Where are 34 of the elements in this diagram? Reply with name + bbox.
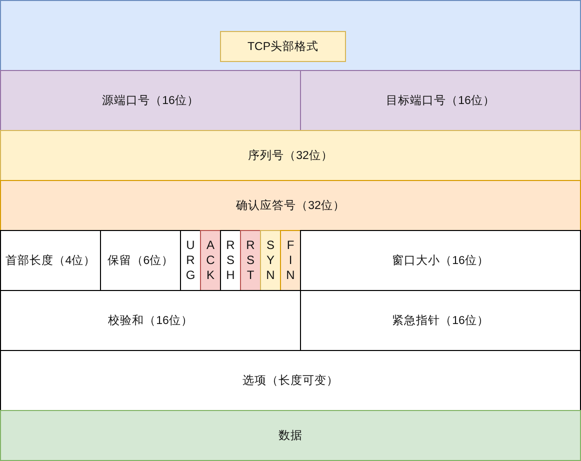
field-label: 源端口号（16位）: [102, 94, 199, 108]
flag-label: RSH: [224, 238, 236, 283]
field-label: 确认应答号（32位）: [236, 198, 345, 212]
header-field: [300, 70, 581, 131]
title-text: TCP头部格式: [248, 40, 318, 54]
field-label: 窗口大小（16位）: [392, 254, 489, 268]
header-field: [0, 70, 301, 131]
flag-field: [200, 230, 221, 291]
field-label: 校验和（16位）: [108, 314, 193, 328]
header-field: [0, 290, 301, 351]
flag-field: [220, 230, 241, 291]
flag-label: FIN: [284, 238, 296, 283]
header-field: [0, 410, 581, 461]
header-field: [0, 230, 101, 291]
flag-label: RST: [244, 238, 256, 283]
header-field: [0, 130, 581, 181]
header-field: [0, 180, 581, 231]
flag-label: URG: [184, 238, 196, 283]
flag-label: ACK: [204, 238, 216, 283]
field-label: 目标端口号（16位）: [386, 94, 495, 108]
header-field: [300, 230, 581, 291]
flag-field: [260, 230, 281, 291]
field-label: 数据: [278, 428, 302, 442]
field-label: 首部长度（4位）: [5, 254, 96, 268]
header-field: [0, 350, 581, 411]
title-band: [0, 0, 581, 71]
field-label: 保留（6位）: [107, 254, 174, 268]
field-label: 序列号（32位）: [248, 148, 333, 162]
flag-field: [240, 230, 261, 291]
flag-label: SYN: [264, 238, 276, 283]
flag-field: [280, 230, 301, 291]
field-label: 紧急指针（16位）: [392, 314, 489, 328]
title-box: [220, 31, 346, 62]
field-label: 选项（长度可变）: [242, 374, 338, 388]
